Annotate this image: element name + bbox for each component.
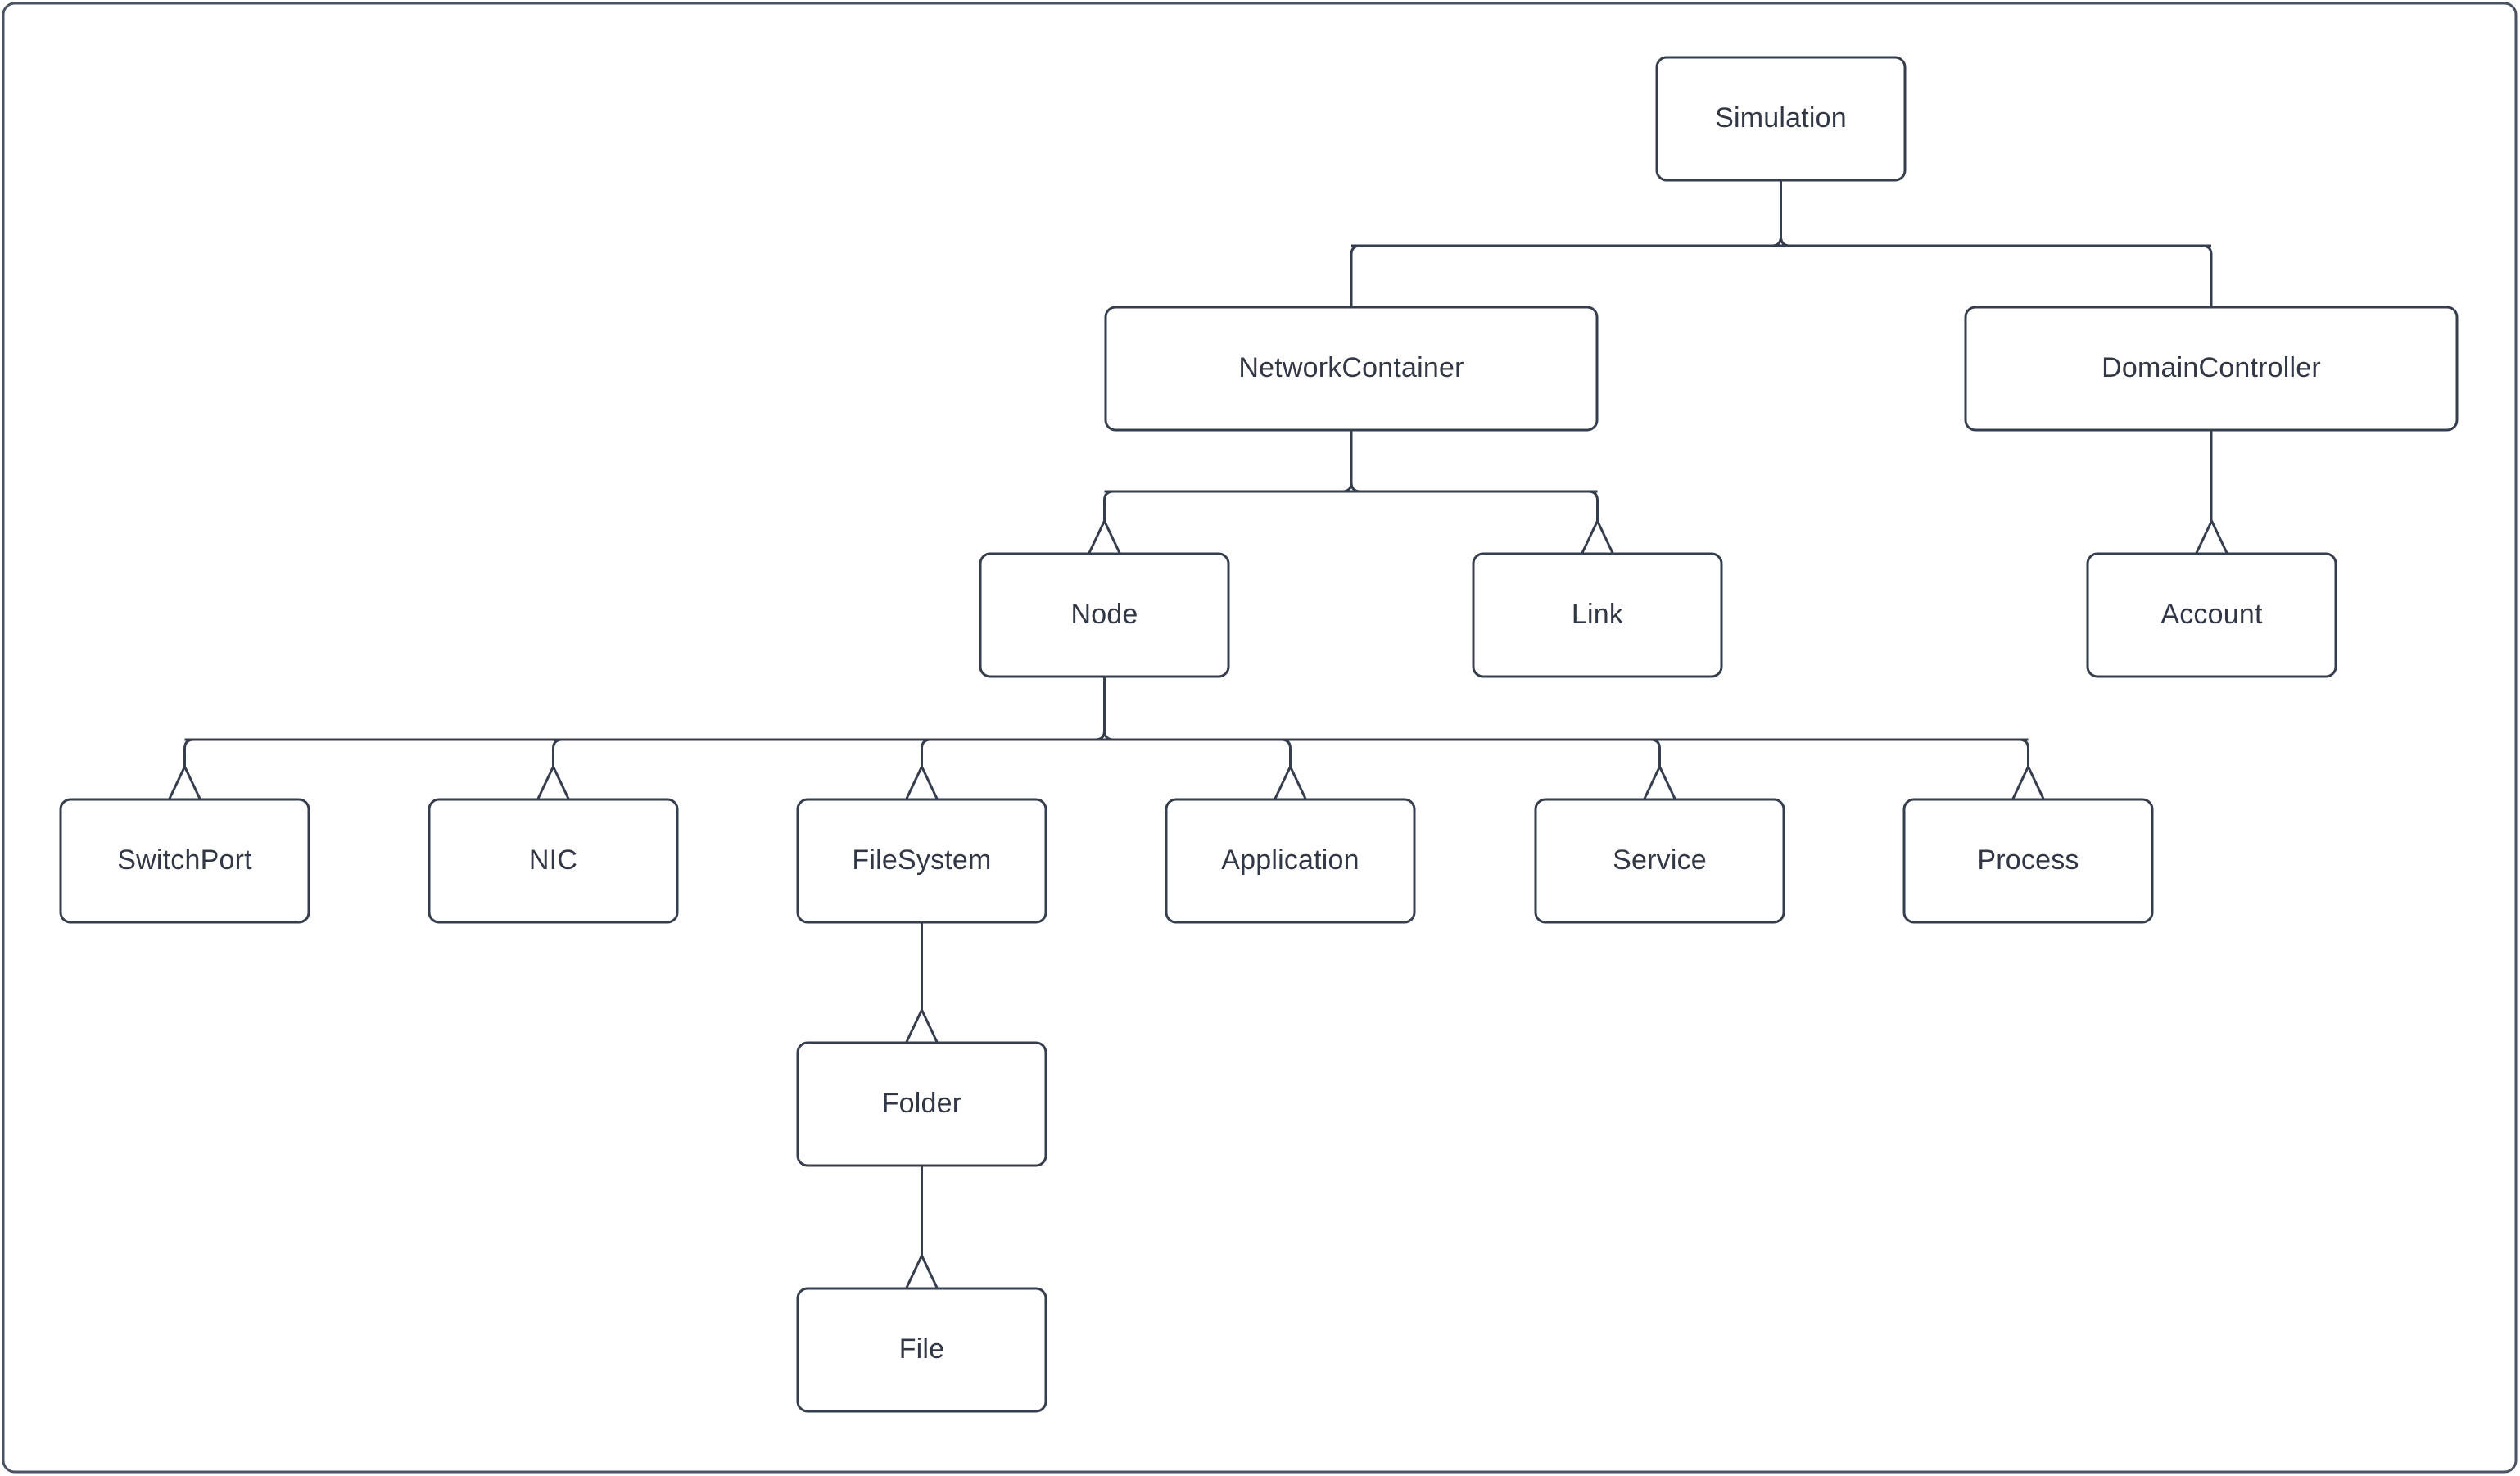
class-box-file[interactable]: File	[798, 1288, 1046, 1411]
generalization-arrow-node	[1089, 521, 1120, 554]
class-name-label-simulation: Simulation	[1715, 102, 1847, 134]
edge-node-to-application	[1282, 740, 1291, 767]
edge-node-to-filesystem	[922, 740, 931, 767]
edge-simulation-to-domaincontroller	[2202, 246, 2211, 307]
generalization-arrow-file	[907, 1256, 938, 1288]
class-name-label-switchport: SwitchPort	[117, 844, 252, 876]
edge-node-to-service	[1651, 740, 1660, 767]
bus-stem-simulation	[1772, 180, 1790, 246]
generalization-arrow-folder	[907, 1010, 938, 1043]
class-name-label-filesystem: FileSystem	[852, 844, 991, 876]
class-box-filesystem[interactable]: FileSystem	[798, 799, 1046, 922]
edge-node-to-nic	[554, 740, 563, 767]
canvas-frame	[3, 3, 2516, 1472]
class-name-label-application: Application	[1221, 844, 1360, 876]
edge-networkcontainer-to-link	[1589, 491, 1598, 521]
edge-node-to-switchport	[185, 740, 194, 767]
class-box-service[interactable]: Service	[1536, 799, 1784, 922]
generalization-arrow-switchport	[170, 767, 201, 799]
generalization-arrow-filesystem	[907, 767, 938, 799]
generalization-arrow-account	[2197, 521, 2228, 554]
class-name-label-networkcontainer: NetworkContainer	[1238, 352, 1464, 383]
class-name-label-file: File	[899, 1333, 945, 1365]
generalization-arrow-link	[1582, 521, 1613, 554]
edge-networkcontainer-to-node	[1105, 491, 1114, 521]
class-box-domaincontroller[interactable]: DomainController	[1966, 307, 2457, 430]
bus-stem-networkcontainer	[1342, 430, 1360, 491]
bus-stem-node	[1096, 677, 1114, 740]
generalization-arrow-nic	[538, 767, 569, 799]
class-box-nic[interactable]: NIC	[429, 799, 677, 922]
class-name-label-domaincontroller: DomainController	[2102, 352, 2321, 383]
generalization-arrow-application	[1275, 767, 1306, 799]
class-name-label-node: Node	[1070, 599, 1138, 630]
class-name-label-service: Service	[1613, 844, 1707, 876]
generalization-arrow-service	[1645, 767, 1676, 799]
class-name-label-folder: Folder	[882, 1088, 962, 1119]
class-box-simulation[interactable]: Simulation	[1657, 57, 1905, 180]
class-name-label-account: Account	[2160, 599, 2263, 630]
class-name-label-link: Link	[1572, 599, 1624, 630]
class-box-networkcontainer[interactable]: NetworkContainer	[1106, 307, 1597, 430]
edge-simulation-to-networkcontainer	[1351, 246, 1360, 307]
class-box-node[interactable]: Node	[980, 554, 1228, 677]
class-box-switchport[interactable]: SwitchPort	[61, 799, 309, 922]
edge-node-to-process	[2020, 740, 2029, 767]
class-box-account[interactable]: Account	[2088, 554, 2336, 677]
class-name-label-nic: NIC	[529, 844, 577, 876]
class-name-label-process: Process	[1977, 844, 2079, 876]
class-box-folder[interactable]: Folder	[798, 1043, 1046, 1166]
class-box-link[interactable]: Link	[1473, 554, 1721, 677]
node-layer: SimulationNetworkContainer DomainControll…	[61, 57, 2457, 1411]
class-box-application[interactable]: Application	[1166, 799, 1414, 922]
generalization-arrow-process	[2013, 767, 2044, 799]
class-box-process[interactable]: Process	[1904, 799, 2152, 922]
